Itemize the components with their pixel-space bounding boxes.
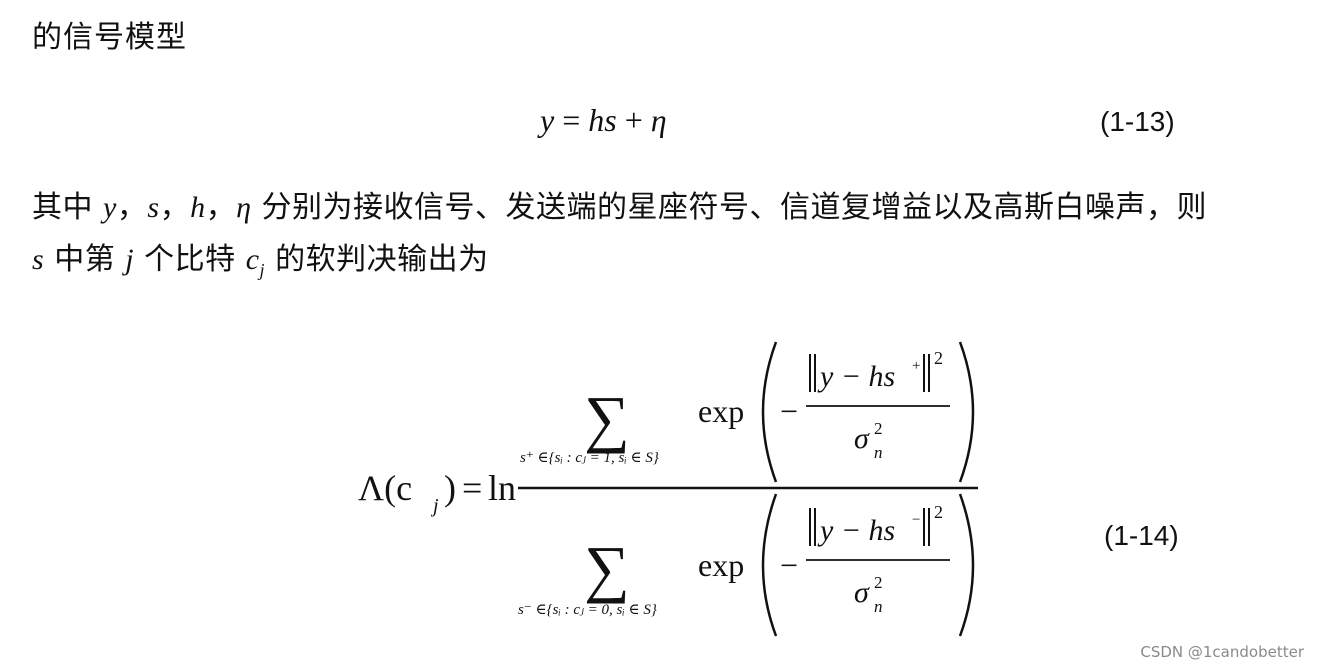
eq13-eta: η [650,102,667,138]
eq14-paren-right-bottom [958,493,975,637]
eq14-pow-top: 2 [934,348,943,368]
var-y: y [103,191,117,224]
eq14-paren-left-bottom [761,493,778,637]
eq13-y: y [540,102,555,138]
section-heading: 的信号模型 [32,20,187,55]
eq14-sigma-sup-bottom: 2 [874,573,883,592]
para-text-1: 其中 [32,190,104,225]
equation-number-1-13: (1-13) [1100,106,1175,137]
para-text-3: 中第 [44,242,126,277]
eq14-num-norm-bottom: y − hs [817,514,895,547]
eq13-plus: + [616,102,651,138]
eq14-minus-bottom: − [780,547,798,583]
eq14-exp-top: exp [698,393,744,429]
body-paragraph: 其中 y，s，h，η 分别为接收信号、发送端的星座符号、信道复增益以及高斯白噪声… [32,182,1212,296]
para-sep-2: ， [159,190,191,225]
var-j: j [125,243,135,276]
eq13-h: h [588,102,605,138]
eq14-exp-bottom: exp [698,547,744,583]
var-h: h [190,191,206,224]
csdn-watermark: CSDN @1candobetter [1140,643,1304,661]
eq14-sigma-sup-top: 2 [874,419,883,438]
equation-number-1-14: (1-14) [1104,520,1179,551]
eq14-sum-top: ∑ [584,383,630,454]
eq14-paren-left-top [761,341,778,483]
var-s: s [147,191,160,224]
var-c-subscript: j [259,260,266,280]
eq14-minus-top: − [780,393,798,429]
eq14-splus: + [912,358,920,374]
equation-1-13: y = hs + η [540,102,667,139]
eq14-sum-top-label: s⁺ ∈{sᵢ : cⱼ = 1, sᵢ ∈ S} [520,450,659,466]
eq14-lhs-sub: j [430,495,439,517]
eq14-sigma-top: σ [854,422,870,455]
eq14-equals: = [462,468,482,508]
para-text-5: 的软判决输出为 [265,242,489,277]
para-sep-3: ， [205,190,237,225]
eq14-sum-bottom: ∑ [584,533,630,604]
eq14-sigma-sub-top: n [874,443,883,462]
para-sep-1: ， [116,190,148,225]
eq14-ln: ln [488,468,516,508]
eq14-num-norm-top: y − hs [817,360,895,393]
eq14-sminus: − [912,512,920,528]
eq14-lhs-close: ) [444,468,456,508]
var-c: c [245,243,260,276]
para-text-4: 个比特 [134,242,246,277]
eq14-sigma-bottom: σ [854,576,870,609]
var-eta: η [236,191,252,224]
eq14-sigma-sub-bottom: n [874,597,883,616]
eq13-s: s [604,102,617,138]
var-s-2: s [32,243,45,276]
eq14-lambda: Λ(c [358,468,412,508]
para-text-2: 分别为接收信号、发送端的星座符号、信道复增益以及高斯白噪声，则 [251,190,1207,225]
eq14-paren-right-top [958,341,975,483]
eq13-equals: = [554,102,589,138]
equation-1-14: Λ(c j ) = ln ∑ s⁺ ∈{sᵢ : cⱼ = 1, sᵢ ∈ S}… [358,341,978,637]
eq14-pow-bottom: 2 [934,502,943,522]
eq14-sum-bottom-label: s⁻ ∈{sᵢ : cⱼ = 0, sᵢ ∈ S} [518,602,657,618]
